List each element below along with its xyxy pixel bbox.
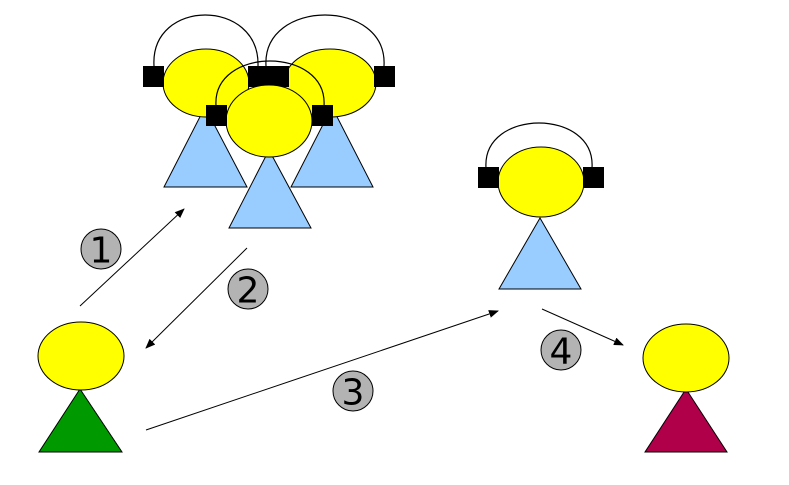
step-number: 2 [237,271,260,312]
arrow-step-3 [145,310,499,431]
earpad-right-icon [583,167,604,188]
step-badge-3: 3 [332,370,374,414]
step-badge-1: 1 [80,228,122,272]
listener-back-left [143,14,269,188]
person-red [642,323,730,453]
arrow-step-2 [145,247,248,349]
step-number: 3 [342,373,365,414]
earpad-left-icon [143,66,164,87]
earpad-right-icon [248,66,269,87]
figure-head [497,146,585,218]
step-badge-circle [540,329,582,371]
earpad-right-icon [374,66,395,87]
figure-body [228,148,312,229]
earpad-left-icon [206,105,227,126]
figure-body [290,105,374,188]
earpad-right-icon [312,105,333,126]
listener-single [478,122,604,290]
step-badge-circle [227,268,269,310]
headphone-band [485,122,593,169]
arrow-step-1 [79,208,185,307]
earpad-left-icon [478,167,499,188]
figure-body [498,217,582,290]
figure-head [225,84,313,158]
listener-back-right [265,14,395,188]
step-number: 1 [90,231,113,272]
listener-front [206,60,333,229]
figure-head [37,321,125,391]
step-number: 4 [550,332,573,373]
earpad-left-icon [268,66,289,87]
headphone-band [265,14,385,67]
headphone-band [153,14,259,67]
figure-body [163,105,248,188]
headphone-band [215,60,325,107]
step-badge-4: 4 [540,329,582,373]
step-badge-circle [80,228,122,270]
figure-body [38,388,123,453]
person-green [37,321,125,453]
figure-body [644,388,728,453]
listener-group [143,14,395,229]
step-badge-circle [332,370,374,412]
step-badge-2: 2 [227,268,269,312]
arrow-step-4 [541,308,624,346]
figure-head [642,323,730,393]
